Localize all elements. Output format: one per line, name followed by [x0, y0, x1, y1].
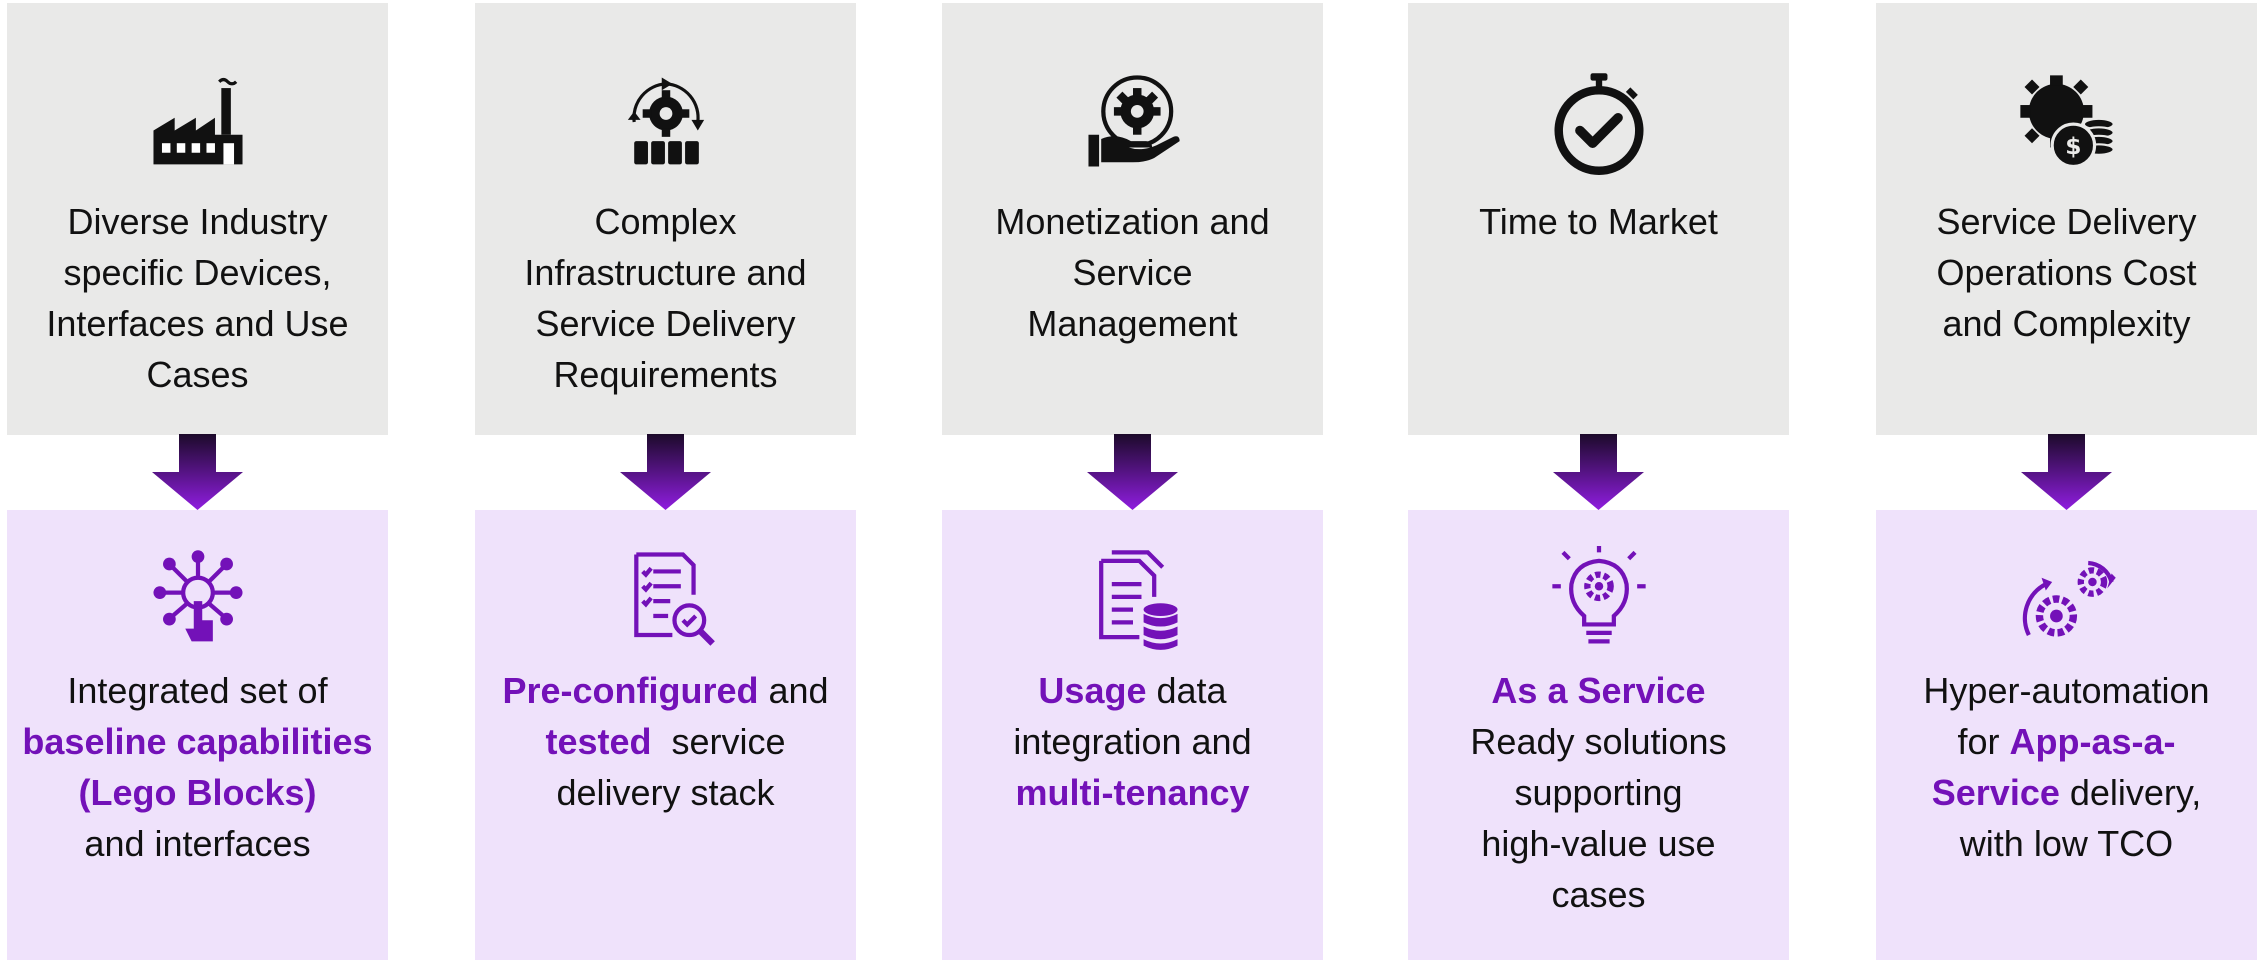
solution-line: with low TCO — [1882, 818, 2251, 869]
document-database-icon — [1099, 550, 1178, 650]
solution-highlight: multi-tenancy — [1015, 772, 1250, 813]
hub-network-touch-icon — [153, 550, 243, 642]
solution-line: multi-tenancy — [948, 767, 1317, 818]
solution-box: As a Service Ready solutions supporting … — [1408, 510, 1789, 960]
solution-segment: data — [1146, 670, 1227, 711]
factory-icon — [153, 78, 243, 165]
solution-line: for App-as-a- — [1882, 716, 2251, 767]
solution-line: cases — [1414, 869, 1783, 920]
solution-segment: service — [651, 721, 786, 762]
challenge-line: Service Delivery — [1936, 201, 2197, 242]
solution-segment: delivery, — [2059, 772, 2202, 813]
solution-line: Usage data — [948, 665, 1317, 716]
solution-line: Integrated set of — [13, 665, 382, 716]
solution-box: Pre-configured and tested service delive… — [475, 510, 856, 960]
challenge-title: Service Delivery Operations Cost and Com… — [1888, 196, 2245, 349]
solution-segment: cases — [1551, 874, 1646, 915]
challenge-line: Operations Cost — [1936, 252, 2197, 293]
challenge-line: Management — [1027, 303, 1238, 344]
challenge-line: Cases — [146, 354, 249, 395]
challenge-line: and Complexity — [1942, 303, 2191, 344]
stopwatch-check-icon — [1554, 73, 1644, 175]
solution-line: (Lego Blocks) — [13, 767, 382, 818]
challenge-box: Diverse Industry specific Devices, Inter… — [7, 3, 388, 435]
solution-line: integration and — [948, 716, 1317, 767]
solution-line: Pre-configured and — [481, 665, 850, 716]
challenge-line: Interfaces and Use — [46, 303, 349, 344]
solution-segment: and — [758, 670, 829, 711]
down-arrow-icon — [1553, 434, 1644, 510]
down-arrow-icon — [620, 434, 711, 510]
solution-line: supporting — [1414, 767, 1783, 818]
challenge-line: Requirements — [553, 354, 778, 395]
down-arrow-icon — [2021, 434, 2112, 510]
challenge-title: Diverse Industry specific Devices, Inter… — [19, 196, 376, 400]
challenge-line: Diverse Industry — [67, 201, 328, 242]
solution-segment: integration and — [1013, 721, 1252, 762]
challenge-box: Time to Market — [1408, 3, 1789, 435]
column-industry-devices: Diverse Industry specific Devices, Inter… — [7, 0, 388, 960]
gear-cycle-blocks-icon — [627, 77, 705, 165]
solution-segment: for — [1957, 721, 2010, 762]
solution-highlight: (Lego Blocks) — [78, 772, 317, 813]
solution-segment: high-value use — [1481, 823, 1716, 864]
down-arrow-icon — [1087, 434, 1178, 510]
solution-highlight: Service — [1931, 772, 2060, 813]
solution-line: and interfaces — [13, 818, 382, 869]
challenge-line: Complex — [594, 201, 737, 242]
solution-highlight: Usage — [1038, 670, 1147, 711]
solution-highlight: As a Service — [1491, 670, 1706, 711]
column-operations-cost: $ Service Delivery Operations Cost and C… — [1876, 0, 2257, 960]
challenge-line: Service Delivery — [535, 303, 796, 344]
solution-line: delivery stack — [481, 767, 850, 818]
column-time-to-market: Time to Market As a Service Ready soluti… — [1408, 0, 1789, 960]
solution-segment: with low TCO — [1959, 823, 2174, 864]
solution-segment: delivery stack — [556, 772, 775, 813]
challenge-line: Infrastructure and — [524, 252, 807, 293]
challenge-line: Time to Market — [1479, 201, 1718, 242]
solution-text: As a Service Ready solutions supporting … — [1414, 665, 1783, 920]
lightbulb-gear-icon — [1552, 546, 1646, 644]
hand-gear-icon — [1088, 75, 1180, 167]
checklist-magnifier-icon — [634, 552, 715, 646]
solution-box: Integrated set of baseline capabilities … — [7, 510, 388, 960]
solution-text: Integrated set of baseline capabilities … — [13, 665, 382, 869]
solution-line: Hyper-automation — [1882, 665, 2251, 716]
gears-cycle-icon — [2022, 560, 2116, 637]
challenge-line: Service — [1072, 252, 1193, 293]
solution-segment: Integrated set of — [67, 670, 328, 711]
solution-text: Pre-configured and tested service delive… — [481, 665, 850, 818]
solution-segment: Hyper-automation — [1923, 670, 2210, 711]
challenge-title: Time to Market — [1420, 196, 1777, 247]
solution-highlight: baseline capabilities — [22, 721, 373, 762]
solution-line: Service delivery, — [1882, 767, 2251, 818]
solution-segment: supporting — [1514, 772, 1683, 813]
solution-box: Usage data integration and multi-tenancy — [942, 510, 1323, 960]
challenge-box: Complex Infrastructure and Service Deliv… — [475, 3, 856, 435]
solution-line: baseline capabilities — [13, 716, 382, 767]
solution-line: Ready solutions — [1414, 716, 1783, 767]
solution-line: As a Service — [1414, 665, 1783, 716]
solution-box: Hyper-automation for App-as-a- Service d… — [1876, 510, 2257, 960]
gear-dollar-coins-icon: $ — [2020, 75, 2115, 169]
column-monetization: Monetization and Service Management — [942, 0, 1323, 960]
svg-text:$: $ — [2065, 133, 2081, 160]
solution-text: Usage data integration and multi-tenancy — [948, 665, 1317, 818]
challenge-title: Monetization and Service Management — [954, 196, 1311, 349]
solution-segment: and interfaces — [84, 823, 311, 864]
solution-highlight: App-as-a- — [2009, 721, 2176, 762]
challenge-title: Complex Infrastructure and Service Deliv… — [487, 196, 844, 400]
challenge-box: Monetization and Service Management — [942, 3, 1323, 435]
column-infrastructure: Complex Infrastructure and Service Deliv… — [475, 0, 856, 960]
down-arrow-icon — [152, 434, 243, 510]
solution-text: Hyper-automation for App-as-a- Service d… — [1882, 665, 2251, 869]
solution-line: high-value use — [1414, 818, 1783, 869]
solution-highlight: tested — [545, 721, 652, 762]
solution-line: tested service — [481, 716, 850, 767]
challenge-box: $ Service Delivery Operations Cost and C… — [1876, 3, 2257, 435]
solution-highlight: Pre-configured — [502, 670, 759, 711]
challenge-line: specific Devices, — [63, 252, 332, 293]
solution-segment: Ready solutions — [1470, 721, 1727, 762]
challenge-line: Monetization and — [995, 201, 1270, 242]
